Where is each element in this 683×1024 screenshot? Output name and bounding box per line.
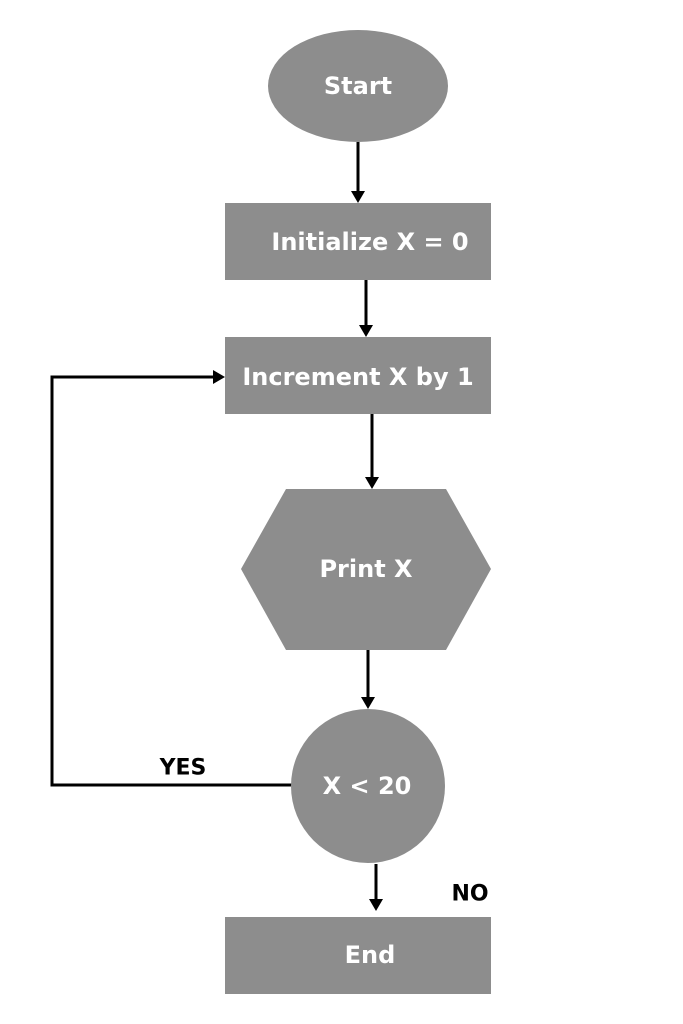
- node-init: Initialize X = 0: [225, 203, 491, 280]
- arrowhead-start-to-init: [351, 191, 365, 203]
- arrowhead-print-to-decision: [361, 697, 375, 709]
- start-label: Start: [324, 72, 392, 100]
- increment-box: [225, 337, 491, 414]
- arrowhead-init-to-increment: [359, 325, 373, 337]
- print-label: Print X: [319, 555, 413, 583]
- print-hexagon: [241, 489, 491, 650]
- yes-edge-label: YES: [159, 756, 207, 781]
- arrowhead-increment-to-print: [365, 477, 379, 489]
- decision-label: X < 20: [323, 772, 412, 800]
- node-start: Start: [268, 30, 448, 142]
- node-increment: Increment X by 1: [225, 337, 491, 414]
- increment-label: Increment X by 1: [242, 363, 473, 391]
- end-box: [225, 917, 491, 994]
- node-end: End: [225, 917, 491, 994]
- no-edge-label: NO: [451, 882, 488, 907]
- start-ellipse: [268, 30, 448, 142]
- arrowhead-yes-loop: [213, 370, 225, 384]
- node-print: Print X: [241, 489, 491, 650]
- node-decision: X < 20: [291, 709, 445, 863]
- decision-circle: [291, 709, 445, 863]
- arrowhead-decision-to-end: [369, 899, 383, 911]
- end-label: End: [345, 941, 396, 969]
- connector-yes-loop: [50, 375, 293, 787]
- init-label: Initialize X = 0: [271, 228, 468, 256]
- init-box: [225, 203, 491, 280]
- connectors: [50, 142, 383, 911]
